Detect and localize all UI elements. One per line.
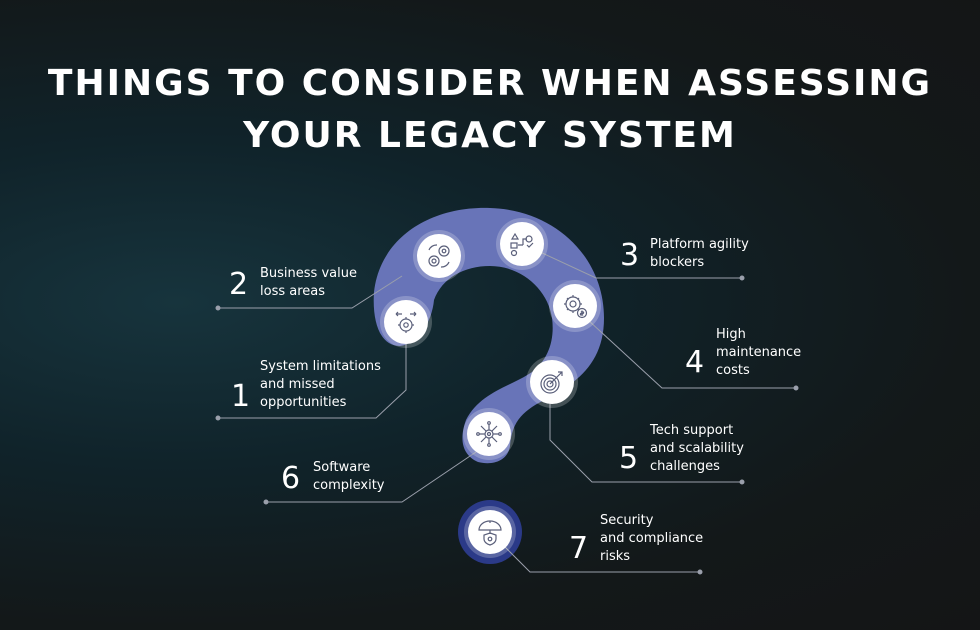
leader-line-3 xyxy=(539,251,742,279)
node-5-tech-support xyxy=(530,360,574,404)
title-line-1: THINGS TO CONSIDER WHEN ASSESSING xyxy=(47,63,933,104)
item-3-label-line2: blockers xyxy=(650,255,705,270)
node-1-system-limitations xyxy=(384,300,428,344)
item-4-number: 4 xyxy=(685,345,705,380)
item-3-label-line1: Platform agility xyxy=(650,237,749,252)
workflow-icon xyxy=(510,232,534,257)
item-3-number: 3 xyxy=(620,238,640,273)
item-4-label-line2: maintenance xyxy=(716,345,802,360)
leader-line-6 xyxy=(266,451,477,503)
item-5-label-line1: Tech support xyxy=(650,423,734,438)
gear-dollar-icon xyxy=(564,295,588,319)
item-5-label-line3: challenges xyxy=(650,459,720,474)
item-4-label-line3: costs xyxy=(716,363,750,378)
node-3-platform-agility xyxy=(500,222,544,266)
item-7-label-line2: and compliance xyxy=(600,531,704,546)
item-5-number: 5 xyxy=(619,441,639,476)
item-1-number: 1 xyxy=(231,379,251,414)
item-2-label-line2: loss areas xyxy=(260,284,326,299)
item-5-label-line2: and scalability xyxy=(650,441,744,456)
item-1-label: System limitations and missed opportunit… xyxy=(260,358,381,412)
item-7-label: Security and compliance risks xyxy=(600,512,703,566)
node-4-maintenance-costs xyxy=(553,284,597,328)
node-2-business-value xyxy=(417,234,461,278)
item-2-label-line1: Business value xyxy=(260,266,357,281)
node-6-software-complexity xyxy=(467,412,511,456)
item-4-label: High maintenance costs xyxy=(716,326,801,380)
leader-lines xyxy=(215,251,799,575)
item-2-number: 2 xyxy=(229,267,249,302)
item-5-label: Tech support and scalability challenges xyxy=(650,422,744,476)
gear-cycle-icon xyxy=(428,244,450,268)
item-2-label: Business value loss areas xyxy=(260,265,357,301)
item-7-label-line1: Security xyxy=(600,513,654,528)
item-4-label-line1: High xyxy=(716,327,746,342)
item-1-label-line1: System limitations xyxy=(260,359,381,374)
title-line-2: YOUR LEGACY SYSTEM xyxy=(243,115,737,156)
item-6-label-line1: Software xyxy=(313,460,371,475)
umbrella-shield-icon xyxy=(478,520,502,546)
leader-line-7 xyxy=(499,541,700,573)
node-7-security-compliance xyxy=(468,510,512,554)
item-3-label: Platform agility blockers xyxy=(650,236,749,272)
item-6-label: Software complexity xyxy=(313,459,385,495)
page-title: THINGS TO CONSIDER WHEN ASSESSING YOUR L… xyxy=(0,58,980,162)
network-icon xyxy=(476,421,502,447)
leader-line-1 xyxy=(218,344,407,419)
item-1-label-line2: and missed xyxy=(260,377,335,392)
leader-line-4 xyxy=(587,319,796,389)
item-7-label-line3: risks xyxy=(600,549,631,564)
gear-arrows-icon xyxy=(395,311,417,333)
leader-line-2 xyxy=(218,275,403,309)
target-icon xyxy=(540,371,563,394)
item-7-number: 7 xyxy=(569,531,589,566)
item-1-label-line3: opportunities xyxy=(260,395,347,410)
item-6-number: 6 xyxy=(281,461,301,496)
leader-line-5 xyxy=(549,400,742,483)
item-6-label-line2: complexity xyxy=(313,478,385,493)
